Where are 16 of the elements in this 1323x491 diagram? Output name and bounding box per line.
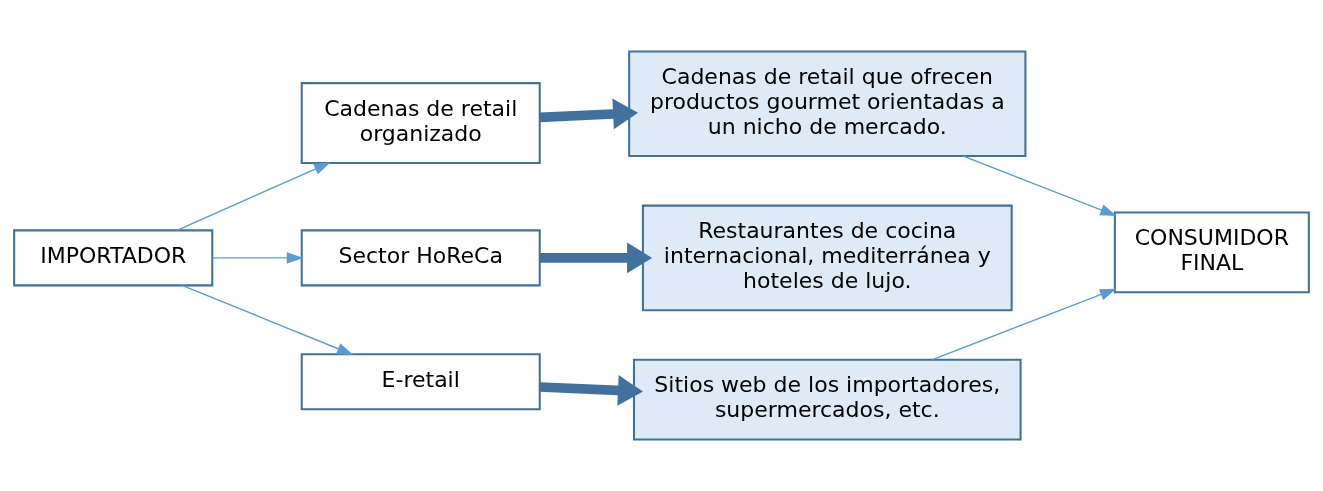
node-box: Cadenas de retail que ofrecen productos gourmet orientadas a un nicho de mercado. [628,50,1027,158]
node-box: IMPORTADOR [13,229,214,287]
node-box: E-retail [300,353,541,411]
node-box: Restaurantes de cocina internacional, mediterránea y hoteles de lujo. [641,204,1013,312]
arrow [539,98,639,130]
node-box: Sector HoReCa [300,229,541,287]
arrow [181,284,354,355]
node-box: Sitios web de los importadores, supermercados, etc. [632,358,1022,441]
arrow [962,155,1117,216]
node-box: Cadenas de retail organizado [300,82,541,164]
arrow [540,242,653,274]
arrow [176,162,331,231]
arrow [212,252,304,264]
arrow [539,375,643,406]
node-box: CONSUMIDOR FINAL [1113,211,1310,294]
arrow [931,288,1117,361]
